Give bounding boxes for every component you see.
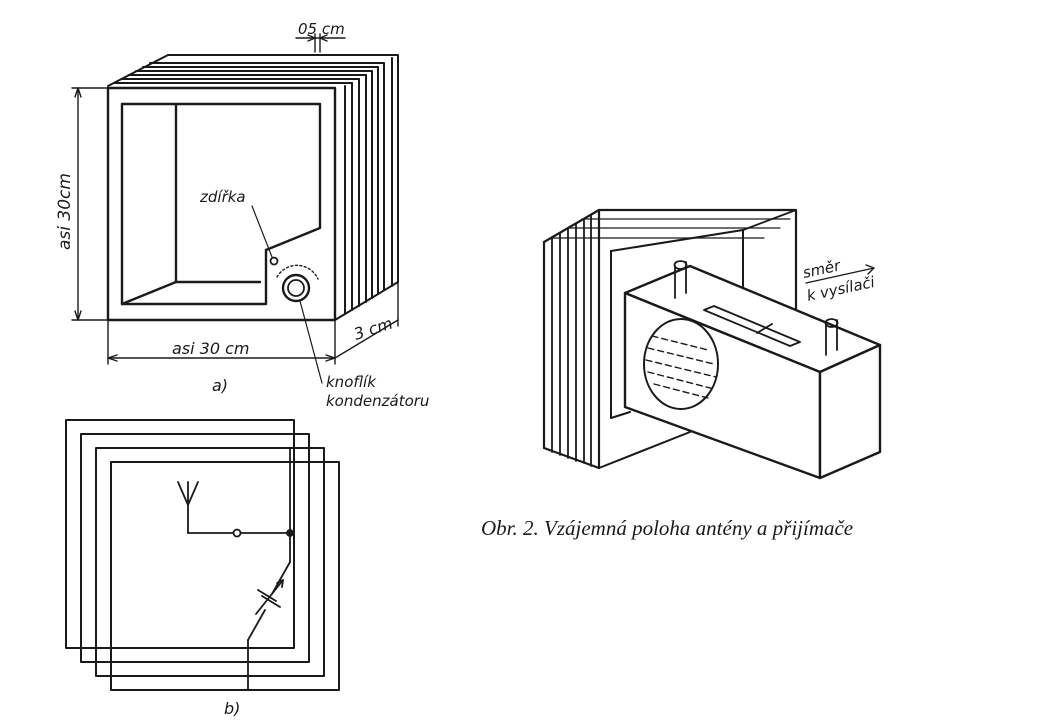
dim-layer-label: 05 cm [298, 20, 345, 38]
figure-2-antenna-receiver: směr k vysílači [542, 208, 882, 480]
socket-label: zdířka [199, 188, 246, 206]
dim-width-label: asi 30 cm [172, 339, 250, 358]
direction-label-line1: směr [801, 256, 843, 282]
figure-a-frame-antenna: 05 cm asi 30cm asi 30 cm 3 cm zdířka kno… [55, 20, 429, 410]
figure-b-schematic [65, 419, 340, 691]
knob-label-line2: kondenzátoru [326, 392, 429, 410]
figure-b-circuit [177, 447, 294, 691]
socket-icon [269, 256, 279, 266]
receiver-knob-icon [673, 260, 839, 356]
tuning-knob-icon [276, 264, 319, 303]
dim-depth-label: 3 cm [351, 313, 395, 343]
knob-label-line1: knoflík [326, 373, 377, 391]
speaker-grille-icon [643, 318, 719, 410]
figure-b-sublabel: b) [224, 699, 240, 718]
figure-caption: Obr. 2. Vzájemná poloha antény a přijíma… [481, 516, 854, 540]
figure-a-sublabel: a) [212, 376, 228, 395]
dim-height-label: asi 30cm [55, 173, 75, 250]
